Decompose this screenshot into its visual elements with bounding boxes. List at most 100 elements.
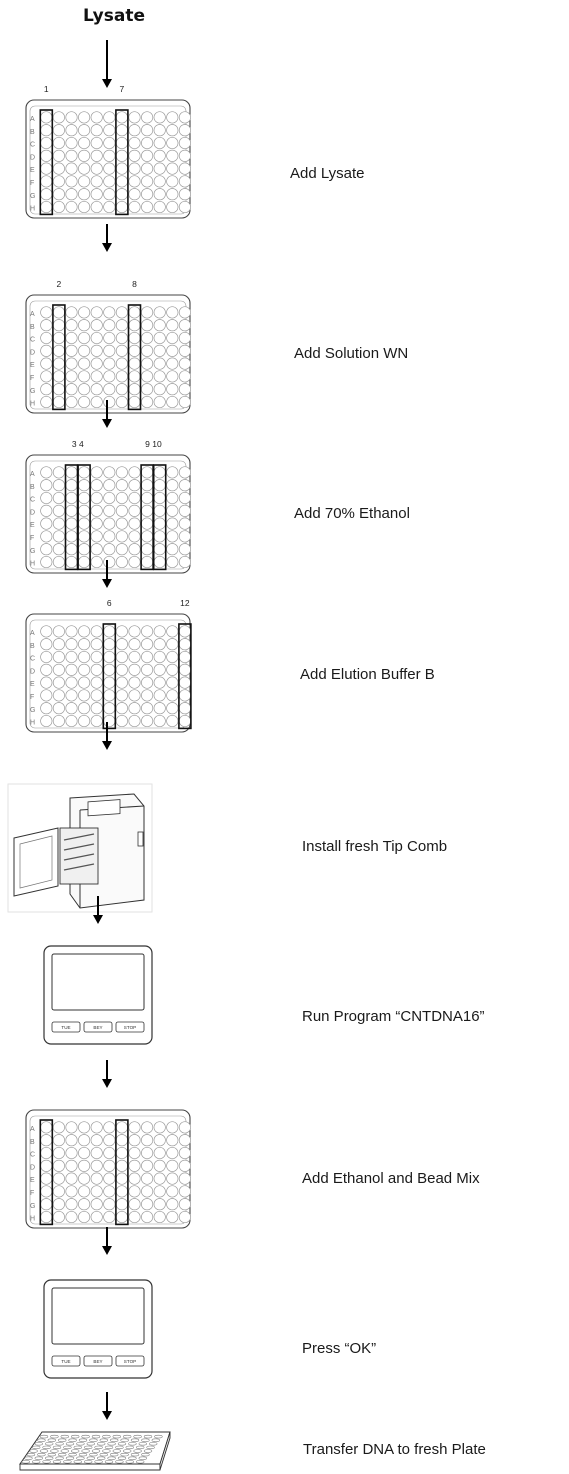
well bbox=[178, 1198, 191, 1211]
well bbox=[78, 676, 91, 689]
well bbox=[78, 530, 91, 543]
plate-row-label: E bbox=[30, 362, 35, 369]
column-label: 1 bbox=[44, 0, 49, 2]
well bbox=[65, 491, 78, 505]
well bbox=[115, 702, 128, 715]
well bbox=[78, 200, 91, 214]
plate-well bbox=[24, 1456, 33, 1460]
well bbox=[178, 479, 191, 492]
plate-well bbox=[141, 1438, 150, 1442]
well bbox=[52, 383, 65, 396]
plate-well bbox=[26, 1452, 36, 1457]
well bbox=[90, 676, 103, 689]
plate-well bbox=[138, 1442, 147, 1446]
column-label: 1 bbox=[44, 84, 49, 94]
well bbox=[115, 188, 128, 201]
step-arrow bbox=[102, 1060, 112, 1088]
well bbox=[153, 111, 166, 124]
well bbox=[65, 1146, 78, 1160]
well bbox=[178, 357, 191, 370]
well bbox=[153, 357, 166, 370]
well bbox=[178, 306, 191, 319]
step-label: Add Ethanol and Bead Mix bbox=[302, 1170, 480, 1187]
plate-row-label: F bbox=[30, 1190, 34, 1197]
well bbox=[128, 1198, 141, 1211]
well bbox=[178, 530, 191, 543]
well bbox=[52, 200, 65, 214]
well bbox=[78, 638, 91, 651]
well bbox=[128, 702, 141, 715]
well bbox=[103, 1198, 116, 1211]
well bbox=[153, 188, 166, 201]
well bbox=[166, 175, 179, 188]
well bbox=[153, 702, 166, 715]
plate-well bbox=[146, 1445, 155, 1450]
well bbox=[103, 689, 116, 702]
plate-row-label: E bbox=[30, 167, 35, 174]
plate-well bbox=[68, 1438, 77, 1442]
plate-well bbox=[110, 1438, 119, 1442]
well bbox=[141, 306, 154, 319]
plate-well bbox=[115, 1460, 124, 1464]
well bbox=[141, 1159, 154, 1172]
well bbox=[78, 702, 91, 715]
well bbox=[166, 1121, 179, 1134]
well bbox=[103, 1134, 116, 1147]
plate-well bbox=[29, 1449, 38, 1453]
plate-well bbox=[21, 1460, 30, 1464]
well bbox=[90, 638, 103, 651]
arrow-head bbox=[102, 243, 112, 252]
plate-row-label: H bbox=[30, 561, 35, 568]
well bbox=[128, 306, 141, 319]
well bbox=[78, 1185, 91, 1198]
plate-well bbox=[91, 1449, 101, 1453]
well bbox=[103, 370, 116, 383]
instrument-illustration bbox=[7, 783, 153, 913]
well bbox=[65, 504, 78, 517]
well bbox=[153, 395, 166, 409]
tip-comb-rod bbox=[63, 853, 95, 861]
plate-well bbox=[60, 1434, 69, 1439]
well bbox=[52, 491, 65, 505]
well bbox=[128, 175, 141, 188]
plate-well bbox=[123, 1449, 132, 1453]
well bbox=[141, 676, 154, 689]
display-screen bbox=[51, 953, 145, 1011]
well bbox=[153, 200, 166, 214]
well bbox=[166, 319, 179, 332]
well bbox=[166, 306, 179, 319]
plate-well bbox=[138, 1456, 147, 1460]
well bbox=[40, 383, 53, 396]
well bbox=[128, 383, 141, 396]
well bbox=[90, 702, 103, 715]
plate-well bbox=[102, 1449, 111, 1453]
well bbox=[166, 1172, 179, 1185]
well bbox=[128, 370, 141, 383]
well bbox=[141, 663, 154, 676]
plate-row-label: D bbox=[30, 349, 35, 356]
well bbox=[153, 1172, 166, 1185]
well bbox=[141, 625, 154, 638]
well bbox=[178, 517, 191, 530]
plate-well bbox=[120, 1452, 129, 1457]
well bbox=[115, 517, 128, 530]
plate-row-label: A bbox=[30, 311, 35, 318]
step-arrow bbox=[102, 1227, 112, 1255]
well bbox=[115, 370, 128, 383]
plate-well bbox=[76, 1456, 85, 1460]
well bbox=[115, 306, 128, 319]
plate-row-label: H bbox=[30, 720, 35, 727]
well bbox=[128, 689, 141, 702]
plate-well bbox=[112, 1434, 121, 1439]
well bbox=[166, 466, 179, 479]
well bbox=[128, 111, 141, 124]
well bbox=[40, 491, 53, 505]
plate-well bbox=[94, 1460, 103, 1464]
well bbox=[141, 555, 154, 569]
plate-row-label: A bbox=[30, 630, 35, 637]
well bbox=[115, 491, 128, 505]
tip-comb-rod bbox=[63, 843, 95, 851]
plate-row-label: F bbox=[30, 375, 34, 382]
well bbox=[103, 504, 116, 517]
